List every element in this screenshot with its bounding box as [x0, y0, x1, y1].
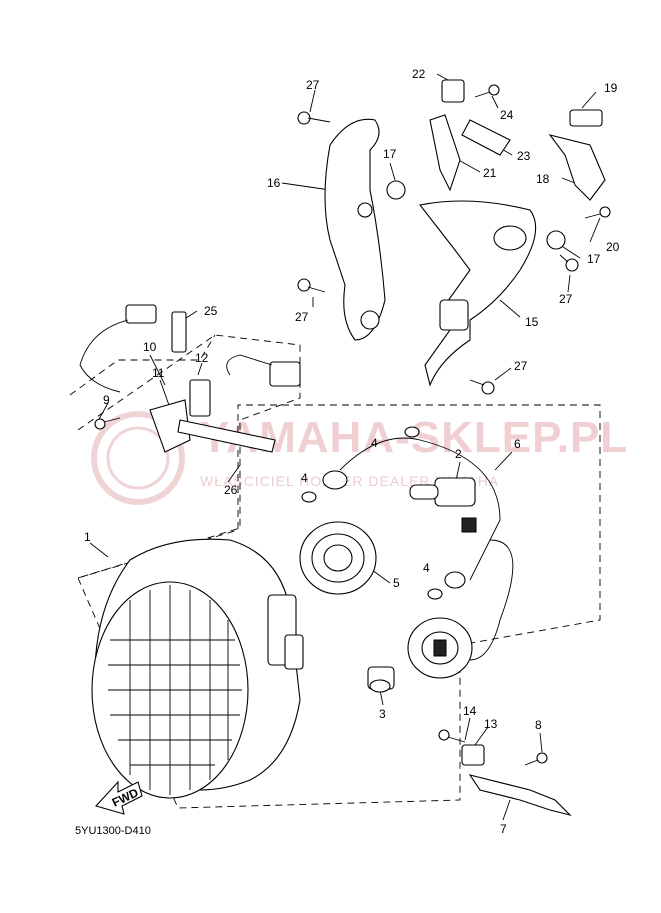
callout-22: 22 [412, 67, 426, 81]
headlight-socket-tab [284, 634, 304, 670]
switch-13 [461, 744, 485, 766]
callout-16: 16 [267, 176, 281, 190]
callout-2: 2 [455, 447, 462, 461]
callout-8: 8 [535, 718, 542, 732]
screw-9 [94, 417, 121, 430]
band-26 [177, 419, 276, 453]
screw-24 [474, 84, 500, 98]
top-right-parts [386, 79, 606, 250]
callout-14: 14 [463, 704, 477, 718]
callout-15: 15 [525, 315, 539, 329]
callout-27a: 27 [306, 78, 320, 92]
harness-outline [69, 334, 216, 396]
headlight-unit [91, 538, 304, 799]
bracket-21 [429, 114, 461, 192]
screw-20 [584, 206, 611, 219]
screws [94, 84, 611, 766]
lead-wire-10 [79, 319, 129, 393]
callout-17b: 17 [587, 252, 601, 266]
bracket-assembly-outline [77, 334, 301, 579]
coupler-top [269, 361, 301, 387]
headlight-bulb-3 [367, 666, 395, 693]
callout-4a: 4 [371, 436, 378, 450]
callout-10: 10 [143, 340, 157, 354]
callout-20: 20 [606, 240, 620, 254]
bulbs [301, 426, 514, 693]
damper-22 [441, 79, 465, 103]
callout-12: 12 [195, 351, 209, 365]
plate-23 [461, 119, 511, 156]
callout-23: 23 [517, 149, 531, 163]
clip-25 [171, 311, 187, 353]
screw-8 [524, 752, 548, 766]
callout-24: 24 [500, 108, 514, 122]
callout-5: 5 [393, 576, 400, 590]
callout-3: 3 [379, 707, 386, 721]
holder-12 [189, 379, 211, 417]
grommet-17a [386, 180, 406, 200]
fwd-arrow: FWD [94, 780, 143, 815]
main-assembly-outline [77, 404, 601, 809]
callout-21: 21 [483, 166, 497, 180]
callout-17a: 17 [383, 147, 397, 161]
callout-19: 19 [604, 81, 618, 95]
diagram-code: 5YU1300-D410 [75, 825, 151, 837]
callout-27c: 27 [514, 359, 528, 373]
headlight-cover-15 [419, 200, 537, 387]
callout-27d: 27 [559, 292, 573, 306]
coupler-10 [125, 304, 157, 324]
callout-7: 7 [500, 822, 507, 836]
leader-lines [89, 73, 601, 821]
small-bulbs-4 [301, 426, 443, 600]
rubber-cover-5 [299, 521, 377, 595]
callout-26: 26 [224, 483, 238, 497]
callout-4b: 4 [301, 471, 308, 485]
callout-25: 25 [204, 304, 218, 318]
callout-18: 18 [536, 172, 550, 186]
harness-parts [79, 304, 301, 453]
screw-14 [438, 729, 466, 743]
screw-27a [297, 111, 331, 125]
lens-grid [108, 585, 242, 795]
callout-1: 1 [84, 530, 91, 544]
grommet-17b [546, 230, 566, 250]
clamp-19 [569, 109, 603, 127]
bracket-7 [461, 744, 572, 817]
assembly-outlines [69, 334, 601, 809]
screw-27d [559, 254, 579, 272]
bracket-18 [548, 134, 606, 201]
screw-27c [469, 379, 495, 395]
callout-13: 13 [484, 717, 498, 731]
watermark: YAMAHA-SKLEP.PL WŁAŚCICIEL HOLDER DEALER… [91, 411, 628, 505]
bracket-11 [149, 399, 191, 453]
bracket-16 [324, 118, 386, 341]
headlight-bulb-2 [409, 477, 477, 533]
callout-11: 11 [152, 366, 165, 380]
callout-6: 6 [514, 437, 521, 451]
callout-27b: 27 [295, 310, 309, 324]
watermark-logo-inner [106, 426, 170, 490]
watermark-main-text: YAMAHA-SKLEP.PL [200, 413, 628, 462]
screw-27b [297, 278, 326, 293]
bulb-holder [407, 617, 473, 679]
callouts: 1 2 3 4 4 4 5 6 7 8 9 10 11 12 13 14 15 … [84, 67, 620, 836]
bulb-socket-6 [322, 437, 514, 661]
watermark-logo-ring [91, 411, 185, 505]
callout-4c: 4 [423, 561, 430, 575]
callout-9: 9 [103, 393, 110, 407]
